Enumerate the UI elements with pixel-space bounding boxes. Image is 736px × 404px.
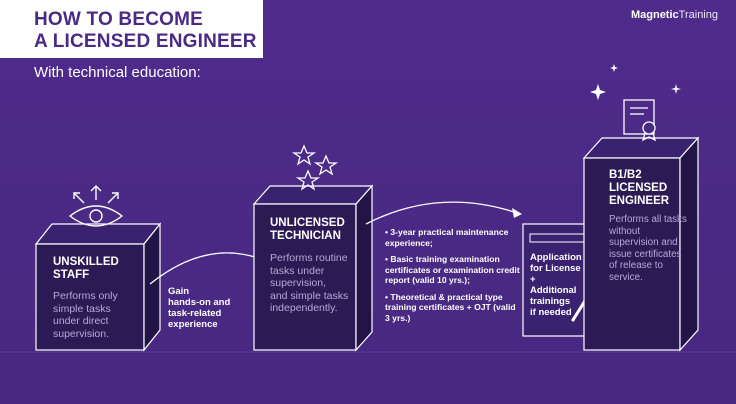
stars-icon <box>294 146 336 189</box>
arrow-1 <box>150 253 268 284</box>
subtitle: With technical education: <box>34 64 201 81</box>
licensed-title-line2: LICENSED <box>609 182 669 195</box>
requirement-item: • Basic training examination certificate… <box>385 254 520 286</box>
title-box: HOW TO BECOME A LICENSED ENGINEER <box>0 0 263 58</box>
application-line: if needed <box>530 307 596 318</box>
sparkle-icon <box>590 64 681 100</box>
licensed-desc-line: without <box>609 226 687 238</box>
unskilled-desc-line: Performs only <box>53 290 118 303</box>
unlicensed-desc-line: Performs routine <box>270 252 348 265</box>
transition-line: experience <box>168 319 230 330</box>
requirements-list: • 3-year practical maintenance experienc… <box>385 227 520 329</box>
page-title-line2: A LICENSED ENGINEER <box>34 31 257 53</box>
requirement-item: • Theoretical & practical type training … <box>385 292 520 324</box>
unlicensed-title-line1: UNLICENSED <box>270 217 345 230</box>
licensed-description: Performs all tasks without supervision a… <box>609 214 687 283</box>
brand-logo: MagneticTraining <box>631 9 718 21</box>
unlicensed-title-line2: TECHNICIAN <box>270 230 345 243</box>
transition-line: Gain <box>168 286 230 297</box>
unlicensed-desc-line: independently. <box>270 302 348 315</box>
unlicensed-desc-line: tasks under <box>270 265 348 278</box>
licensed-title-line3: ENGINEER <box>609 195 669 208</box>
licensed-desc-line: supervision and <box>609 237 687 249</box>
application-line: Additional <box>530 285 596 296</box>
unskilled-desc-line: simple tasks <box>53 303 118 316</box>
transition-1-text: Gain hands-on and task-related experienc… <box>168 286 230 330</box>
licensed-title: B1/B2 LICENSED ENGINEER <box>609 169 669 208</box>
unlicensed-description: Performs routine tasks under supervision… <box>270 252 348 315</box>
unlicensed-title: UNLICENSED TECHNICIAN <box>270 217 345 243</box>
licensed-title-line1: B1/B2 <box>609 169 669 182</box>
unskilled-desc-line: supervision. <box>53 328 118 341</box>
licensed-desc-line: of release to <box>609 260 687 272</box>
licensed-desc-line: service. <box>609 272 687 284</box>
arrow-2 <box>366 202 520 224</box>
application-line: for License <box>530 263 596 274</box>
unskilled-title: UNSKILLED STAFF <box>53 256 119 282</box>
unlicensed-desc-line: and simple tasks <box>270 290 348 303</box>
brand-name-bold: Magnetic <box>631 9 679 21</box>
certificate-icon <box>624 100 655 140</box>
unskilled-title-line2: STAFF <box>53 269 119 282</box>
licensed-desc-line: Performs all tasks <box>609 214 687 226</box>
unskilled-description: Performs only simple tasks under direct … <box>53 290 118 340</box>
unskilled-title-line1: UNSKILLED <box>53 256 119 269</box>
brand-name-light: Training <box>679 9 718 21</box>
application-line: trainings <box>530 296 596 307</box>
licensed-desc-line: issue certificates <box>609 249 687 261</box>
application-line: Application <box>530 252 596 263</box>
application-line: + <box>530 274 596 285</box>
transition-line: hands-on and <box>168 297 230 308</box>
eye-with-arrows-icon <box>70 186 122 226</box>
application-text: Application for License + Additional tra… <box>530 252 596 318</box>
page-title-line1: HOW TO BECOME <box>34 9 203 31</box>
unskilled-desc-line: under direct <box>53 315 118 328</box>
unlicensed-desc-line: supervision, <box>270 277 348 290</box>
transition-line: task-related <box>168 308 230 319</box>
requirement-item: • 3-year practical maintenance experienc… <box>385 227 520 248</box>
